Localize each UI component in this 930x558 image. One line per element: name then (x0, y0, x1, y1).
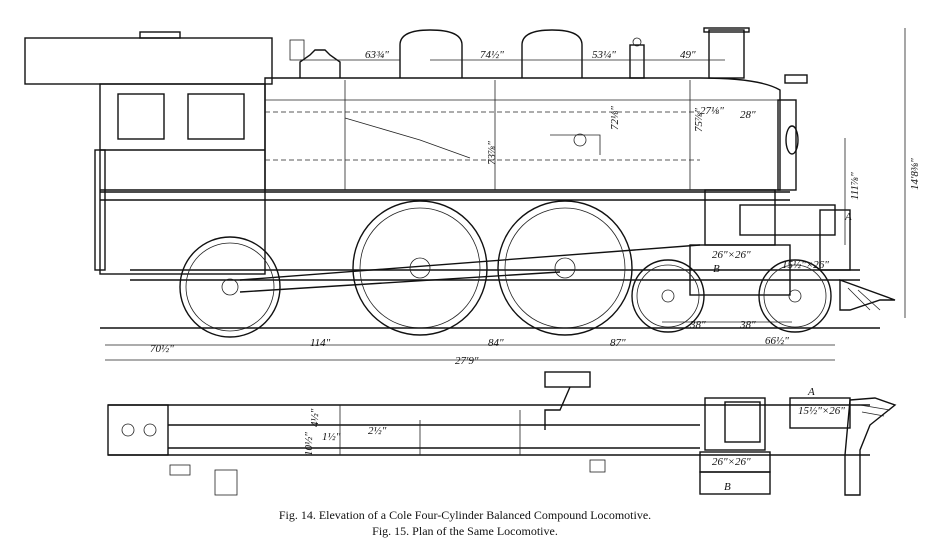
dim-boiler-height: 73⅞" (486, 141, 498, 165)
plan-view (107, 371, 897, 496)
driving-wheel-1 (352, 200, 488, 336)
pilot (839, 279, 896, 311)
dim-wheelbase-4: 87" (610, 337, 626, 349)
dim-wheelbase-5: 66½" (765, 335, 789, 347)
dim-dome-4: 49" (680, 49, 696, 61)
dim-dome-1: 63¾" (365, 49, 389, 61)
dim-front-4: 72⅛" (609, 106, 621, 130)
smokebox-front (777, 99, 797, 191)
caption-line-1: Fig. 14. Elevation of a Cole Four-Cylind… (278, 508, 652, 522)
dim-side-height: 111⅞" (849, 172, 861, 200)
headlight-bracket (784, 74, 808, 84)
dim-overall-height: 14'8⅜" (909, 158, 921, 190)
plan-dim-1: 4½" (309, 408, 321, 427)
cab-plan (107, 404, 169, 456)
frame-front (739, 204, 836, 236)
callout-b-elevation: B (713, 263, 720, 275)
side-rod (239, 271, 561, 293)
smokestack (708, 29, 745, 79)
truck-wheel-2 (758, 259, 832, 333)
dim-wheelbase-1: 70½" (150, 343, 174, 355)
caption-line-2: Fig. 15. Plan of the Same Locomotive. (372, 524, 558, 538)
dim-front-1: 27⅛" (700, 105, 724, 117)
pilot-plan (844, 397, 897, 496)
sand-dome (521, 29, 583, 78)
dim-wheelbase-3: 84" (488, 337, 504, 349)
plan-dim-2: 10½" (303, 432, 315, 456)
cab-rear-post (94, 149, 106, 271)
main-rod (239, 244, 701, 281)
cab-body (99, 83, 266, 275)
dim-truck-1: 38" (689, 319, 706, 331)
plan-dim-hp-cylinders: 15½"×26" (798, 405, 845, 417)
dim-truck-2: 38" (739, 319, 756, 331)
dim-hp-cylinders: 15½"×26" (782, 259, 829, 271)
plan-cylinder-block (704, 397, 766, 451)
cab-window-left (117, 93, 165, 140)
boiler (264, 77, 781, 191)
steam-dome (399, 29, 463, 78)
plan-dim-3: 1½" (322, 431, 341, 443)
dim-dome-3: 53¼" (592, 49, 616, 61)
callout-b-plan: B (724, 481, 731, 493)
callout-a-plan: A (807, 386, 815, 398)
dim-dome-2: 74½" (480, 49, 504, 61)
driving-wheel-2 (497, 200, 633, 336)
bell (629, 44, 645, 79)
truck-wheel-1 (631, 259, 705, 333)
plan-dim-cylinders: 26"×26" (712, 456, 751, 468)
dim-cylinders: 26"×26" (712, 249, 751, 261)
trailing-wheel (179, 236, 281, 338)
plan-dim-4: 2½" (368, 425, 387, 437)
dim-total-length: 27'9" (455, 355, 479, 367)
roof-vent (139, 31, 181, 39)
dim-front-3: 75⅞" (693, 108, 705, 132)
sand-box (299, 49, 341, 78)
elevation-view (24, 27, 906, 361)
callout-a-elevation: A (844, 211, 852, 223)
cab-roof (24, 37, 273, 85)
cab-window-right (187, 93, 245, 140)
dim-wheelbase-2: 114" (310, 337, 331, 349)
dim-front-2: 28" (740, 109, 756, 121)
